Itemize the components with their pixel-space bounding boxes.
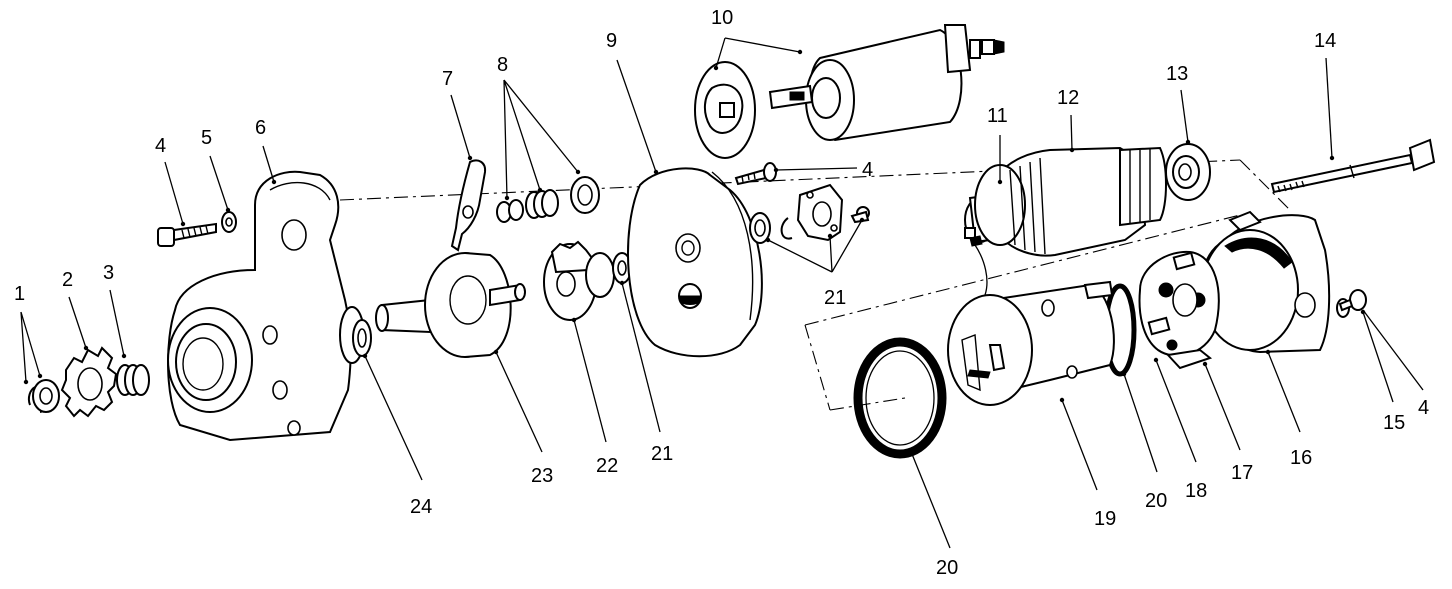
- part-12-armature: [964, 146, 1167, 257]
- callout-21-left: 21: [651, 443, 674, 465]
- callout-22: 22: [596, 455, 619, 477]
- callout-17: 17: [1231, 462, 1254, 484]
- callout-9: 9: [606, 30, 618, 52]
- part-4-bolt-left: [157, 222, 217, 247]
- callout-23: 23: [531, 465, 554, 487]
- part-16-commutator-end-housing: [1201, 210, 1331, 354]
- callout-7: 7: [442, 68, 454, 90]
- part-14-through-bolt: [1270, 138, 1436, 194]
- part-9-intermediate-plate: [627, 167, 763, 358]
- part-4-screw-centre: [734, 162, 777, 186]
- callout-13: 13: [1166, 63, 1189, 85]
- leader-dots: [23, 49, 1366, 457]
- part-22-pinion-clutch: [543, 240, 615, 321]
- callout-4-left: 4: [155, 135, 167, 157]
- part-6-drive-end-housing: [167, 170, 365, 442]
- callout-2: 2: [62, 269, 74, 291]
- callout-20-left: 20: [936, 557, 959, 579]
- callout-6: 6: [255, 117, 267, 139]
- part-3-spring: [116, 364, 150, 396]
- callout-4-right: 4: [1418, 397, 1430, 419]
- part-24-bush: [352, 319, 372, 357]
- callout-12: 12: [1057, 87, 1080, 109]
- part-4-screw-right: [1338, 289, 1367, 312]
- part-21-seal-kit: [749, 183, 870, 244]
- part-13-bearing: [1165, 143, 1211, 201]
- callout-3: 3: [103, 262, 115, 284]
- callout-20-right: 20: [1145, 490, 1168, 512]
- part-17-brush-holder: [1138, 250, 1220, 370]
- callout-21-right: 21: [824, 287, 847, 309]
- callout-24: 24: [410, 496, 433, 518]
- callout-11: 11: [987, 105, 1008, 127]
- callout-8: 8: [497, 54, 509, 76]
- leader-lines: [20, 37, 1424, 549]
- callout-5: 5: [201, 127, 213, 149]
- callout-14: 14: [1314, 30, 1337, 52]
- part-19-yoke: [947, 235, 1115, 406]
- callout-19: 19: [1094, 508, 1117, 530]
- part-23-drive-shaft: [375, 252, 526, 358]
- part-21-washer-left: [612, 252, 632, 284]
- callout-15: 15: [1383, 412, 1406, 434]
- callout-18: 18: [1185, 480, 1208, 502]
- callout-10: 10: [711, 7, 734, 29]
- part-7-engagement-lever: [450, 159, 487, 252]
- callout-16: 16: [1290, 447, 1313, 469]
- part-10-solenoid: [694, 24, 1005, 159]
- callout-4-centre: 4: [862, 159, 874, 181]
- part-5-washer: [221, 211, 237, 233]
- part-20-seal-ring-left: [853, 337, 947, 459]
- callout-1: 1: [14, 283, 26, 305]
- part-8-springs: [496, 176, 600, 223]
- part-1-circlip: [27, 379, 60, 413]
- part-2-pinion-gear: [60, 346, 118, 418]
